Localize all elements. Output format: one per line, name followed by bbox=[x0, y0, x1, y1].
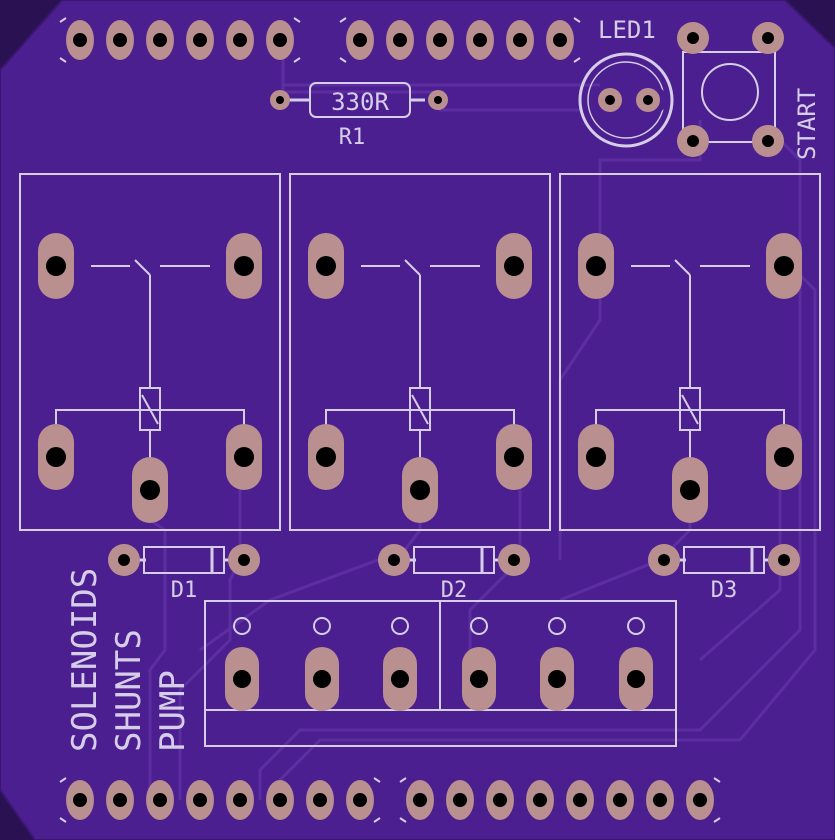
led-1: LED1 bbox=[578, 16, 674, 148]
diode-1: D1 bbox=[108, 544, 260, 603]
start-button: START bbox=[677, 22, 821, 160]
led-label: LED1 bbox=[598, 16, 656, 44]
diode-3: D3 bbox=[648, 544, 800, 603]
relay-3 bbox=[559, 173, 821, 531]
pump-label: PUMP bbox=[153, 670, 193, 752]
relay-1 bbox=[19, 173, 281, 531]
start-label: START bbox=[793, 88, 821, 160]
header-top-right bbox=[339, 17, 581, 63]
diode-label: D3 bbox=[711, 578, 738, 603]
resistor-r1: 330R R1 bbox=[270, 82, 448, 150]
diode-label: D1 bbox=[171, 578, 198, 603]
diode-label: D2 bbox=[441, 578, 468, 603]
resistor-value-label: 330R bbox=[331, 88, 389, 116]
diode-2: D2 bbox=[378, 544, 530, 603]
shunts-label: SHUNTS bbox=[109, 629, 149, 752]
header-bottom-right bbox=[399, 777, 721, 823]
header-bottom-left bbox=[59, 777, 381, 823]
resistor-ref-label: R1 bbox=[339, 125, 366, 150]
terminal-block bbox=[204, 600, 677, 747]
relay-2 bbox=[289, 173, 551, 531]
solenoids-label: SOLENOIDS bbox=[65, 568, 105, 752]
header-top-left bbox=[59, 17, 301, 63]
